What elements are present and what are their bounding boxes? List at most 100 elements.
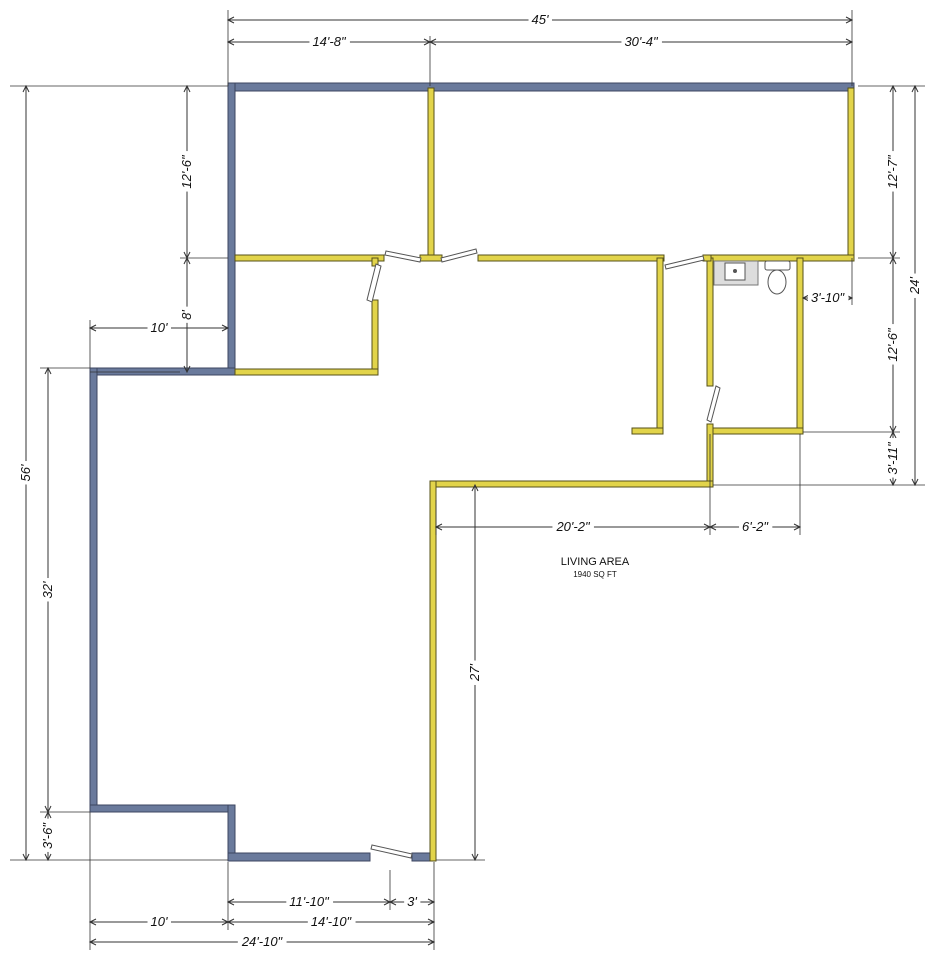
dimension-overall-width: 45' <box>226 12 854 27</box>
door-room-right[interactable] <box>440 248 478 263</box>
label-background <box>907 273 922 298</box>
wall-rooms-bottom-a <box>234 254 385 262</box>
arrowhead-icon <box>88 918 97 926</box>
label-background <box>147 320 171 335</box>
dimension-label: 12'-6" <box>885 327 900 362</box>
dimension-label: 10' <box>151 914 168 929</box>
label-background <box>179 306 194 323</box>
dimension-top-right: 30'-4" <box>428 34 854 49</box>
dimension-label: 3'-6" <box>40 822 55 849</box>
wall-bath-left-upper <box>706 257 714 387</box>
walls <box>89 82 855 862</box>
dimension-left-mid: 8' <box>179 256 194 374</box>
wall-rooms-bottom-b <box>419 254 443 262</box>
label-background <box>739 519 773 534</box>
arrowhead-icon <box>911 84 919 93</box>
dimension-label: 24'-10" <box>241 934 284 949</box>
label-background <box>467 660 482 685</box>
arrowhead-icon <box>44 366 52 375</box>
wall-inner-right <box>429 480 437 862</box>
dimension-label: 30'-4" <box>624 34 659 49</box>
dimension-label: 12'-7" <box>885 154 900 189</box>
dimension-label: 24' <box>907 277 922 295</box>
dimension-top-left: 14'-8" <box>226 34 432 49</box>
dimension-label: 8' <box>179 310 194 320</box>
exterior-wall-step <box>89 367 236 376</box>
arrowhead-icon <box>889 478 897 487</box>
arrowhead-icon <box>471 853 479 862</box>
dimension-label: 10' <box>151 320 168 335</box>
dimension-left-bottom: 3'-6" <box>40 810 55 862</box>
exterior-wall-left <box>89 367 98 813</box>
label-background <box>885 324 900 365</box>
dimension-bottom-left: 10' <box>88 914 230 929</box>
dimension-label: 20'-2" <box>555 519 591 534</box>
area-label: 1940 SQ FT <box>573 570 617 579</box>
wall-rooms-bottom-c <box>477 254 665 262</box>
dimension-right-mid: 12'-6" <box>885 256 900 434</box>
dimension-overall-depth: 56' <box>18 84 33 862</box>
arrowhead-icon <box>388 898 397 906</box>
dimension-label: 3' <box>407 894 417 909</box>
arrowhead-icon <box>845 38 854 46</box>
exterior-wall-bottom-step <box>89 804 236 813</box>
dimension-label: 32' <box>40 581 55 598</box>
dimension-label: 14'-10" <box>311 914 353 929</box>
arrowhead-icon <box>427 938 436 946</box>
dimension-right-lower: 3'-11" <box>885 430 900 487</box>
label-background <box>621 34 662 49</box>
arrowhead-icon <box>183 256 191 265</box>
wall-right-step <box>708 254 855 262</box>
arrowhead-icon <box>183 84 191 93</box>
dimension-label: 27' <box>467 664 482 682</box>
label-background <box>885 438 900 478</box>
dimension-bath-width: 6'-2" <box>708 519 802 534</box>
label-background <box>286 894 334 909</box>
dimension-bath-offset: 3'-10" <box>801 290 854 305</box>
arrowhead-icon <box>708 523 717 531</box>
arrowhead-icon <box>889 430 897 439</box>
toilet-icon <box>764 260 791 295</box>
arrowhead-icon <box>183 365 191 374</box>
label-background <box>309 34 350 49</box>
door-corridor-bath[interactable] <box>664 255 705 270</box>
dimension-left-long: 32' <box>40 366 55 814</box>
dimension-left-upper: 12'-6" <box>179 84 194 260</box>
dimension-bottom-a: 11'-10" <box>226 894 392 909</box>
label-background <box>307 914 356 929</box>
dimension-label: 12'-6" <box>179 154 194 189</box>
label-background <box>237 934 287 949</box>
label-background <box>528 12 552 27</box>
dimension-bottom-right: 14'-10" <box>226 914 436 929</box>
arrowhead-icon <box>88 938 97 946</box>
label-background <box>885 151 900 192</box>
door-small-room[interactable] <box>366 263 382 303</box>
door-entry[interactable] <box>370 844 413 859</box>
label-background <box>179 151 194 192</box>
dimension-bottom-door: 3' <box>388 894 436 909</box>
arrowhead-icon <box>911 478 919 487</box>
label-background <box>40 578 55 602</box>
arrowhead-icon <box>428 38 437 46</box>
dimension-lines: 45' 14'-8" 30'-4" 56' 12'-6" 8' 10' 32' 3'-6" 12'… <box>10 10 925 950</box>
arrowhead-icon <box>22 84 30 93</box>
label-background <box>18 461 33 485</box>
arrowhead-icon <box>889 84 897 93</box>
door-bath[interactable] <box>706 385 721 423</box>
arrowhead-icon <box>44 853 52 862</box>
arrowhead-icon <box>88 324 97 332</box>
wall-corridor <box>656 257 664 435</box>
dimension-right-total: 24' <box>907 84 922 487</box>
sink-icon <box>713 260 759 286</box>
arrowhead-icon <box>434 523 443 531</box>
dimension-label: 3'-11" <box>885 441 900 475</box>
dimension-left-offset: 10' <box>88 320 230 335</box>
door-room-left[interactable] <box>384 250 422 263</box>
arrowhead-icon <box>22 853 30 862</box>
dimension-label: 11'-10" <box>289 894 330 909</box>
dimension-right-upper: 12'-7" <box>885 84 900 260</box>
wall-small-room-bottom <box>234 368 379 376</box>
arrowhead-icon <box>845 16 854 24</box>
arrowhead-icon <box>793 523 802 531</box>
